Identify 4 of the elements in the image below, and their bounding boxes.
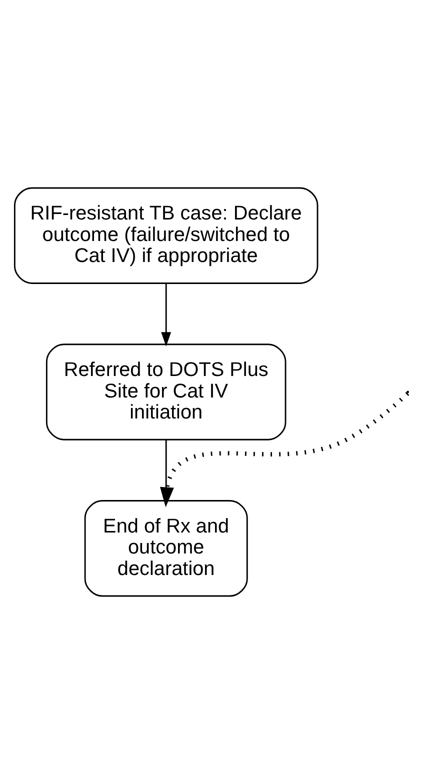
node-box: RIF-resistant TB case: Declare outcome (failure/switched to Cat IV) if appropriate [13, 187, 318, 284]
node-box: End of Rx and outcome declaration [84, 500, 248, 597]
node-box: Referred to DOTS Plus Site for Cat IV initiation [45, 344, 286, 440]
arrow [160, 284, 171, 346]
